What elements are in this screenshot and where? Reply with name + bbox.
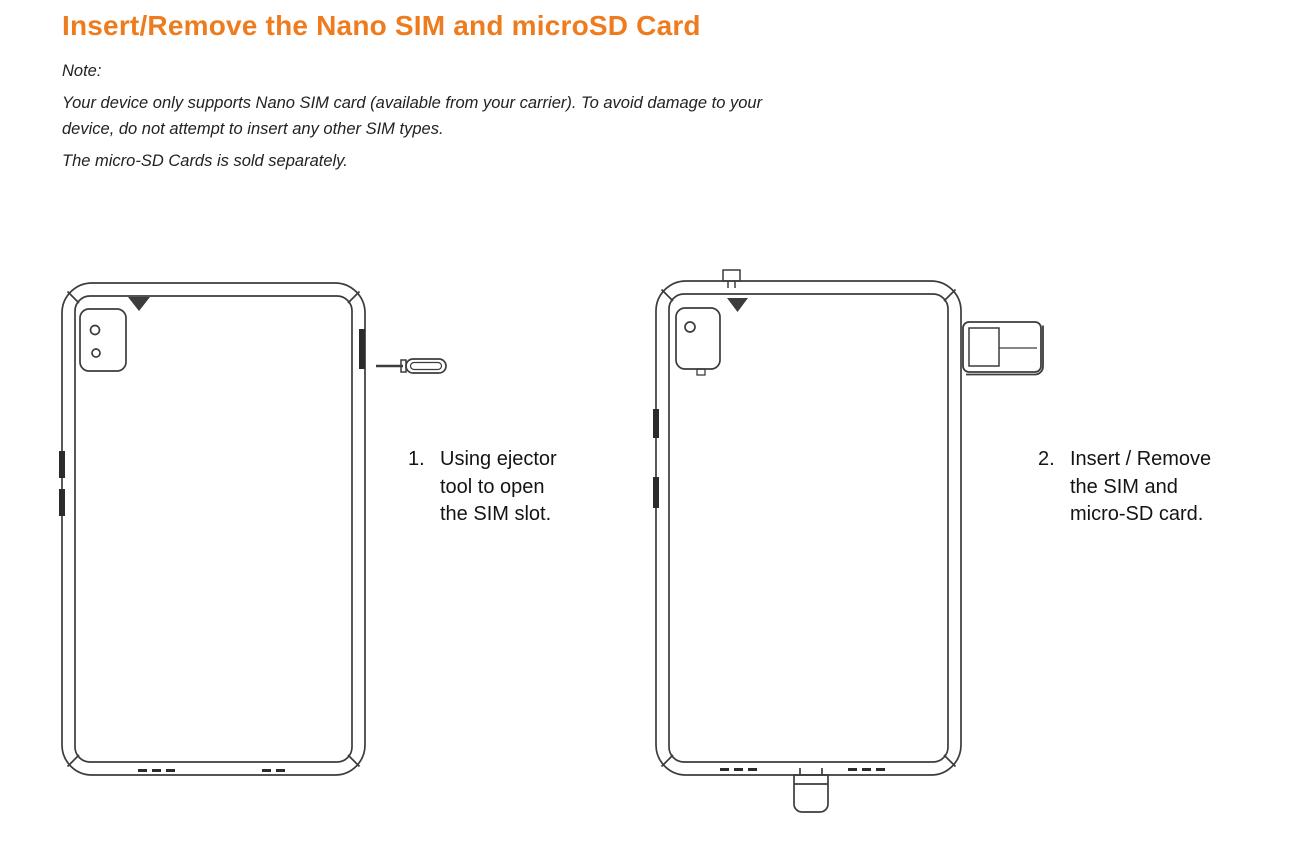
camera-module — [675, 307, 721, 376]
note-label: Note: — [62, 62, 102, 80]
notes-section: Note: Your device only supports Nano SIM… — [62, 58, 1007, 174]
volume-button-down — [653, 477, 659, 508]
step-1-line-2: tool to open — [440, 475, 545, 498]
tablet-back-ejector-diagram — [59, 282, 447, 776]
volume-button-down — [59, 489, 65, 516]
sim-tray-icon — [962, 321, 1044, 376]
camera-module — [79, 308, 127, 372]
step-1-line-3: the SIM slot. — [440, 503, 552, 525]
step-2-line-2: the SIM and — [1070, 475, 1178, 498]
step-1-text: Using ejector tool to open the SIM slot. — [440, 446, 557, 529]
step-1-number: 1. — [408, 448, 425, 470]
top-connector-tab — [722, 269, 741, 288]
tablet-back-outline — [655, 280, 962, 776]
tablet-back-simtray-diagram — [653, 269, 1044, 813]
sim-slot-mark — [359, 329, 365, 369]
note-paragraph-1: Your device only supports Nano SIM card … — [62, 90, 1007, 142]
step-1-line-1: Using ejector — [440, 448, 557, 470]
step-1: 1. Using ejector tool to open the SIM sl… — [408, 446, 557, 529]
note-paragraph-1-line-1: Your device only supports Nano SIM card … — [62, 94, 763, 112]
step-2-line-1: Insert / Remove — [1070, 448, 1212, 470]
note-paragraph-1-line-2: device, do not attempt to insert any oth… — [62, 120, 444, 138]
step-2-text: Insert / Remove the SIM and micro-SD car… — [1070, 446, 1211, 529]
tablet-back-outline — [61, 282, 366, 776]
step-2: 2. Insert / Remove the SIM and micro-SD … — [1038, 446, 1211, 529]
step-2-number: 2. — [1038, 448, 1055, 470]
page-title: Insert/Remove the Nano SIM and microSD C… — [62, 10, 701, 41]
alignment-notch-icon — [727, 298, 748, 312]
speaker-holes — [138, 769, 285, 772]
speaker-holes — [720, 768, 885, 771]
volume-button-up — [653, 409, 659, 438]
step-2-line-3: micro-SD card. — [1070, 503, 1204, 525]
ejector-tool-icon — [376, 358, 447, 374]
volume-button-up — [59, 451, 65, 478]
note-paragraph-2: The micro-SD Cards is sold separately. — [62, 152, 348, 170]
usb-plug-icon — [793, 768, 829, 813]
alignment-notch-icon — [128, 297, 150, 311]
